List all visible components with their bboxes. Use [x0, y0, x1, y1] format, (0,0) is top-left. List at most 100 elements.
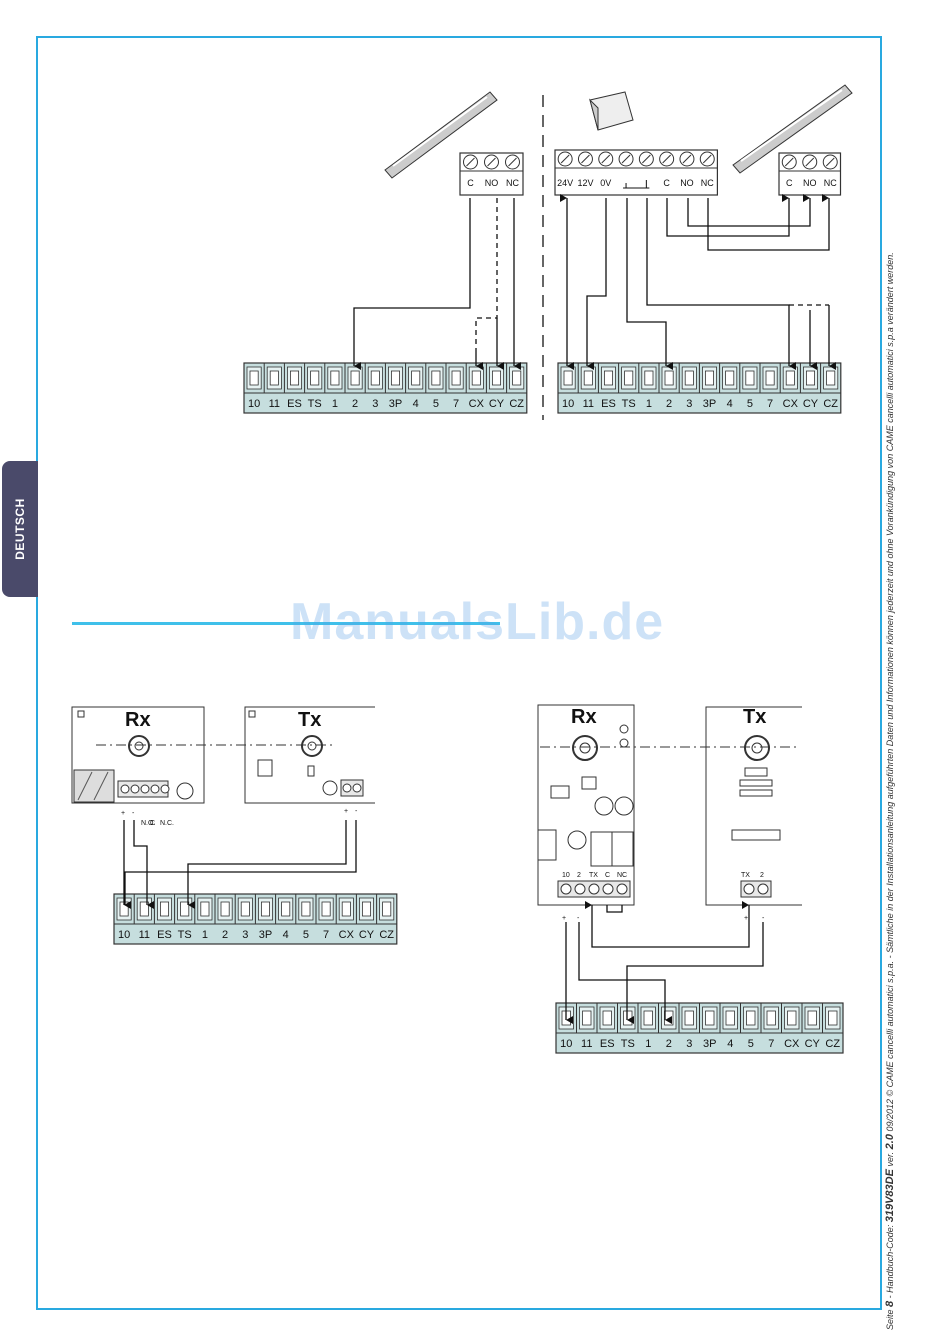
strip-label: 3	[372, 398, 378, 410]
strip-label: CY	[805, 1038, 821, 1050]
strip-label: 3P	[703, 398, 716, 410]
strip-label: 1	[646, 398, 652, 410]
strip-label: 4	[283, 929, 289, 941]
strip-label: 11	[581, 1038, 592, 1050]
page-frame	[36, 36, 882, 1310]
strip-label: 5	[303, 929, 309, 941]
p3-label: +	[562, 915, 566, 922]
strip-label: CX	[469, 398, 485, 410]
terminal-label: C	[663, 178, 670, 188]
strip-label: 11	[139, 929, 150, 941]
strip-label: ES	[157, 929, 172, 941]
terminal-label: 24V	[557, 178, 573, 188]
p4-label: +	[744, 915, 748, 922]
relay-contact-symbol	[623, 180, 650, 189]
photocell-tx-right: Tx TX 2 + -	[705, 706, 802, 922]
strip-label: CX	[783, 398, 799, 410]
strip-label: CY	[359, 929, 375, 941]
strip-label: 10	[560, 1038, 572, 1050]
terminal-label: 0V	[600, 178, 611, 188]
terminal-label: NC	[824, 178, 837, 188]
m4-label: -	[762, 915, 765, 922]
strip-label: 10	[248, 398, 260, 410]
terminal-label: NC	[701, 178, 714, 188]
rxc-label: C	[150, 820, 155, 827]
strip-label: ES	[601, 398, 616, 410]
strip-label: ES	[600, 1038, 615, 1050]
strip-label: 4	[727, 1038, 733, 1050]
strip-label: 11	[583, 398, 594, 410]
p1-label: +	[121, 810, 125, 817]
safety-edge-right	[732, 84, 853, 174]
terminal-label: NC	[506, 178, 519, 188]
strip-label: CZ	[509, 398, 524, 410]
strip-label: CZ	[825, 1038, 840, 1050]
strip-label: 7	[768, 1038, 774, 1050]
strip-label: 10	[118, 929, 130, 941]
photocell-rx-left: Rx + - N.O. C N.C.	[71, 706, 205, 827]
rx2t4-label: NC	[617, 872, 627, 879]
m1-label: -	[132, 810, 135, 817]
strip-label: 2	[666, 398, 672, 410]
p2-label: +	[344, 808, 348, 815]
terminal-strip-4: 10 11 ES TS 1 2 3 3P 4 5 7 CX CY CZ	[555, 1002, 844, 1054]
rx2t1-label: 2	[577, 872, 581, 879]
rx2t0-label: 10	[562, 872, 570, 879]
strip-label: TS	[621, 1038, 635, 1050]
wires-top-right	[560, 194, 836, 370]
terminal-label: NO	[680, 178, 694, 188]
edge-terminal-right: C NO NC	[778, 152, 842, 196]
section-separator	[72, 622, 500, 625]
strip-label: 3P	[259, 929, 272, 941]
strip-label: ES	[287, 398, 302, 410]
strip-label: 7	[767, 398, 773, 410]
terminal-label: 12V	[577, 178, 593, 188]
strip-label: 1	[645, 1038, 651, 1050]
safety-edge-left	[384, 91, 498, 179]
terminal-label: C	[786, 178, 793, 188]
rx2-label: Rx	[571, 706, 597, 728]
strip-label: TS	[178, 929, 192, 941]
strip-label: 4	[413, 398, 419, 410]
photocell-tx-left: Tx + -	[244, 706, 375, 815]
tx2-label: Tx	[743, 706, 766, 728]
language-tab[interactable]: DEUTSCH	[2, 461, 38, 597]
strip-label: 1	[332, 398, 338, 410]
relay-box	[589, 91, 634, 131]
m3-label: -	[577, 915, 580, 922]
strip-label: 10	[562, 398, 574, 410]
strip-label: 3	[242, 929, 248, 941]
wires-top-left	[353, 198, 521, 370]
strip-label: 3	[686, 398, 692, 410]
strip-label: 3	[686, 1038, 692, 1050]
strip-label: TS	[622, 398, 636, 410]
terminal-label: NO	[803, 178, 817, 188]
rx2t2-label: TX	[589, 872, 598, 879]
wires-bottom-right	[565, 901, 764, 1024]
tx2t1-label: 2	[760, 872, 764, 879]
strip-label: 11	[269, 398, 280, 410]
strip-label: 2	[352, 398, 358, 410]
m2-label: -	[355, 808, 358, 815]
watermark: ManualsLib.de	[290, 593, 665, 651]
strip-label: TS	[308, 398, 322, 410]
control-terminal: 24V 12V 0V C NO NC	[554, 149, 718, 196]
tx2t0-label: TX	[741, 872, 750, 879]
strip-label: 7	[453, 398, 459, 410]
photocell-rx-right: Rx 10 2 TX C NC + -	[537, 704, 635, 922]
strip-label: CX	[339, 929, 355, 941]
wires-bottom-left	[123, 820, 357, 909]
tx1-label: Tx	[298, 709, 321, 731]
strip-label: CY	[803, 398, 819, 410]
strip-label: 3P	[703, 1038, 716, 1050]
rx1-label: Rx	[125, 709, 151, 731]
strip-label: 2	[666, 1038, 672, 1050]
strip-label: 5	[748, 1038, 754, 1050]
rxno-label: N.O.	[141, 820, 155, 827]
strip-label: CX	[784, 1038, 800, 1050]
